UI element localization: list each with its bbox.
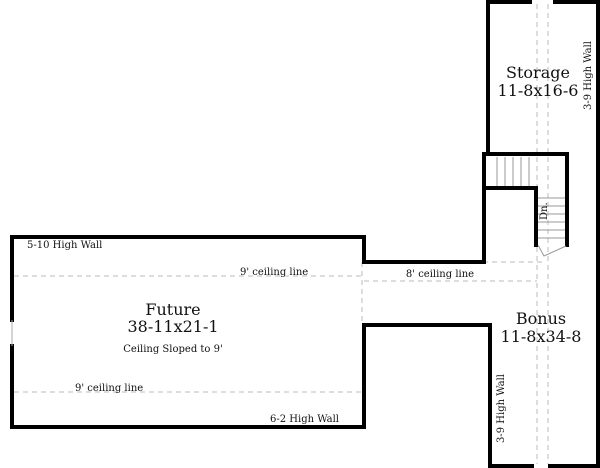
future-top-wall-label: 5-10 High Wall <box>27 240 102 251</box>
storage-room-name: Storage <box>506 63 570 82</box>
future-top-ceiling-label: 9' ceiling line <box>240 267 308 278</box>
future-bottom-wall-label: 6-2 High Wall <box>270 414 339 425</box>
bonus-room-name: Bonus <box>516 309 566 328</box>
stair <box>496 157 567 257</box>
future-room-size: 38-11x21-1 <box>127 317 218 336</box>
bonus-room-size: 11-8x34-8 <box>501 327 582 346</box>
walls <box>10 0 600 468</box>
storage-wall-label: 3-9 High Wall <box>583 41 594 110</box>
stair-label: Dn. <box>539 202 550 220</box>
future-room-name: Future <box>145 300 200 319</box>
storage-room-size: 11-8x16-6 <box>498 81 579 100</box>
bonus-wall-label: 3-9 High Wall <box>496 374 507 443</box>
future-bottom-ceiling-label: 9' ceiling line <box>75 383 143 394</box>
corridor-ceiling-label: 8' ceiling line <box>406 269 474 280</box>
stair-arrow-icon <box>537 244 567 257</box>
future-room-note: Ceiling Sloped to 9' <box>123 344 222 355</box>
ceiling-lines <box>14 4 549 464</box>
